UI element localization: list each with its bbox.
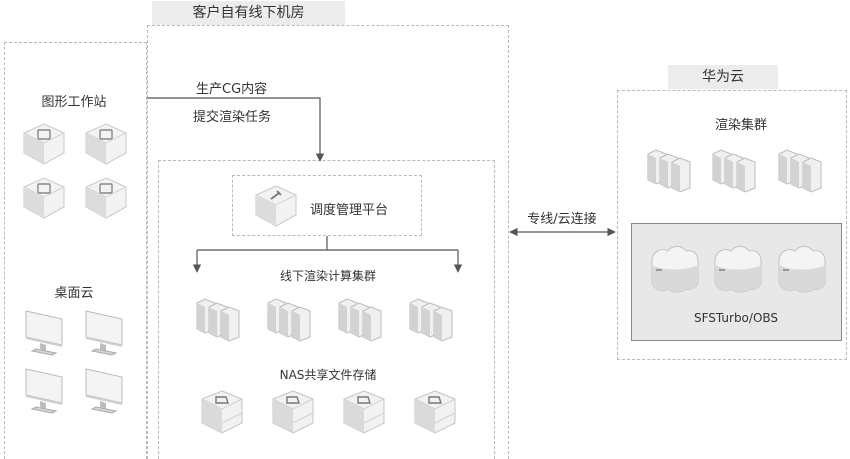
- onprem-frame: [147, 25, 509, 459]
- server-cluster-icon: [267, 298, 311, 342]
- cloud-frame: [617, 90, 847, 360]
- monitor-icon: [25, 310, 63, 356]
- connection-label: 专线/云连接: [527, 212, 597, 227]
- server-cluster-icon: [778, 149, 822, 193]
- render-area-panel: [158, 160, 495, 459]
- monitor-icon: [25, 368, 63, 414]
- cloud-storage-icon: [714, 246, 762, 293]
- nas-storage-icon: [272, 390, 314, 434]
- monitor-icon: [85, 310, 123, 356]
- offline-cluster-label: 线下渲染计算集群: [279, 269, 377, 283]
- nas-label: NAS共享文件存储: [279, 368, 377, 382]
- server-cluster-icon: [647, 149, 691, 193]
- nas-storage-icon: [201, 390, 243, 434]
- workstation-icon: [85, 123, 127, 165]
- produce-cg-label: 生产CG内容: [196, 82, 268, 97]
- workstation-icon: [85, 177, 127, 219]
- cloud-storage-icon: [778, 246, 826, 293]
- scheduler-label: 调度管理平台: [310, 203, 389, 218]
- workstation-icon: [23, 177, 65, 219]
- cloud-storage-icon: [651, 246, 699, 293]
- nas-storage-icon: [343, 390, 385, 434]
- workstation-icon: [23, 123, 65, 165]
- server-cluster-icon: [712, 149, 756, 193]
- monitor-icon: [85, 368, 123, 414]
- server-cluster-icon: [409, 298, 453, 342]
- scheduler-icon: [255, 185, 297, 227]
- server-cluster-icon: [338, 298, 382, 342]
- desktop-cloud-label: 桌面云: [54, 286, 94, 301]
- submit-task-arrow: [147, 97, 325, 162]
- workstation-label: 图形工作站: [41, 95, 107, 110]
- workstation-panel: [4, 42, 147, 459]
- scheduler-box: [232, 175, 422, 236]
- render-cluster-label: 渲染集群: [714, 118, 768, 133]
- submit-task-label: 提交渲染任务: [193, 110, 272, 125]
- cloud-title: 华为云: [668, 65, 778, 89]
- nas-storage-icon: [414, 390, 456, 434]
- onprem-title: 客户自有线下机房: [152, 1, 345, 25]
- storage-label: SFSTurbo/OBS: [693, 311, 779, 325]
- server-cluster-icon: [196, 298, 240, 342]
